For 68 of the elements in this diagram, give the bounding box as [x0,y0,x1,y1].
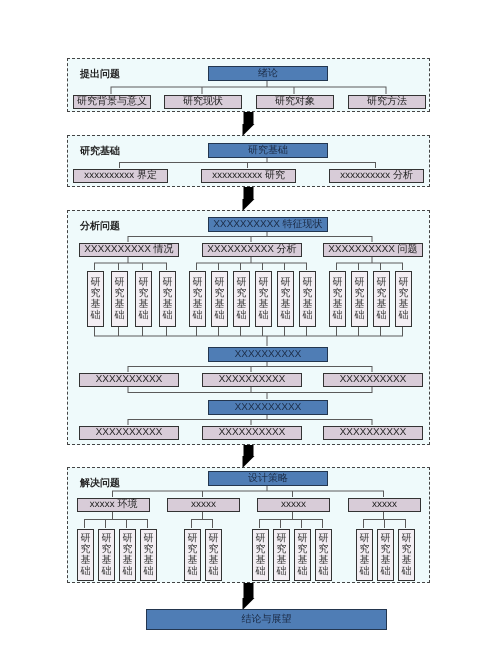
topic-box: XXXXXXXXXX [202,373,302,387]
topic-box: xxxxxxxxxx 分析 [329,169,424,183]
connector-line [202,510,213,528]
item-box: 研究基础 [277,271,294,327]
item-box: 研究基础 [299,271,316,327]
connector-line [266,326,403,346]
section-heading: 分析问题 [80,220,120,234]
item-box: 研究基础 [252,529,269,581]
item-box: 研究基础 [119,529,136,581]
topic-box: xxxxxxxxxx 研究 [201,169,296,183]
header-box: 结论与展望 [146,609,387,630]
topic-box: xxxxx 环境 [77,498,150,512]
section-heading: 研究基础 [80,144,120,159]
item-box: 研究基础 [135,271,152,327]
topic-box: XXXXXXXXXX [79,373,179,387]
item-box: 研究基础 [273,529,290,581]
section-heading: 解决问题 [80,476,120,491]
topic-box: xxxxxxxxxx 界定 [73,169,168,183]
header-box: 设计策略 [208,471,328,486]
topic-box: XXXXXXXXXX [79,426,179,440]
item-box: 研究基础 [255,271,272,327]
header-box: XXXXXXXXXX [208,347,328,362]
topic-box: XXXXXXXXXX 问题 [323,243,423,257]
header-box: XXXXXXXXXX 特征现状 [208,217,328,232]
item-box: 研究基础 [77,529,94,581]
header-box: 绪论 [208,66,328,81]
item-box: 研究基础 [395,271,412,327]
item-box: 研究基础 [356,529,373,581]
item-box: 研究基础 [189,271,206,327]
connector-line [266,386,372,400]
item-box: 研究基础 [294,529,311,581]
topic-box: XXXXXXXXXX [323,426,423,440]
item-box: 研究基础 [111,271,128,327]
section-panel [67,210,430,445]
item-box: 研究基础 [140,529,157,581]
item-box: 研究基础 [315,529,332,581]
section-panel [67,467,430,583]
item-box: 研究基础 [211,271,228,327]
connector-line [292,510,323,528]
item-box: 研究基础 [398,529,415,581]
header-box: XXXXXXXXXX [208,400,328,415]
topic-box: XXXXXXXXXX 情况 [79,243,179,257]
item-box: 研究基础 [205,529,222,581]
item-box: 研究基础 [329,271,346,327]
section-panel [67,135,430,187]
topic-box: 研究背景与意义 [73,95,151,109]
topic-box: xxxxx [257,498,330,512]
item-box: 研究基础 [377,529,394,581]
item-box: 研究基础 [159,271,176,327]
item-box: 研究基础 [184,529,201,581]
section-heading: 提出问题 [80,68,120,82]
connector-line [266,484,384,498]
connector-line [128,256,167,270]
topic-box: XXXXXXXXXX [202,426,302,440]
topic-box: xxxxx [167,498,240,512]
topic-box: 研究对象 [256,95,334,109]
item-box: 研究基础 [373,271,390,327]
header-box: 研究基础 [208,143,328,158]
topic-box: 研究现状 [164,95,242,109]
item-box: 研究基础 [233,271,250,327]
topic-box: XXXXXXXXXX [323,373,423,387]
topic-box: 研究方法 [348,95,426,109]
topic-box: XXXXXXXXXX 分析 [202,243,302,257]
item-box: 研究基础 [87,271,104,327]
topic-box: xxxxx [348,498,421,512]
section-panel [67,58,430,112]
item-box: 研究基础 [351,271,368,327]
item-box: 研究基础 [98,529,115,581]
